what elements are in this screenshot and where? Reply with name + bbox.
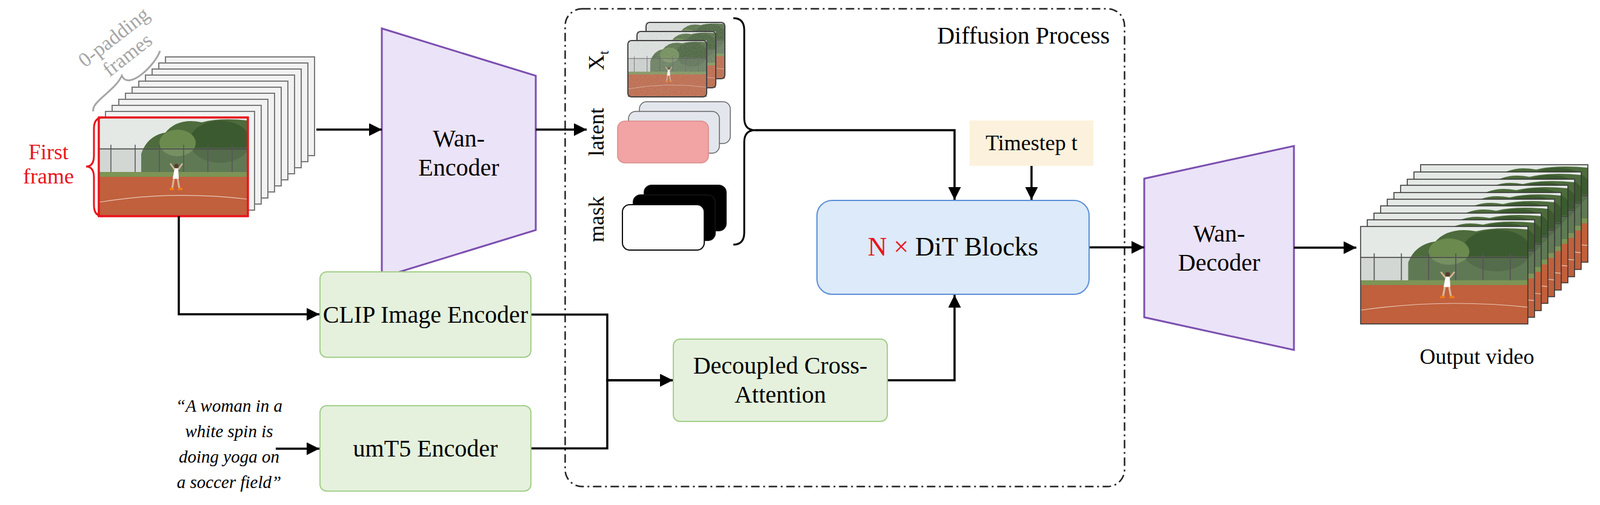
red-brace [86,117,104,217]
encoder-box: CLIP Image Encoder [319,271,532,359]
noise-overlay [627,40,707,97]
text-holder: Wan- Decoder [1144,146,1294,351]
attention-box: Decoupled Cross-Attention [672,338,888,423]
input-box: Timestep t [969,120,1094,167]
encoder-box: umT5 Encoder [319,405,532,493]
trapezoid-shape [381,28,536,278]
label-wrap: mask [584,196,610,243]
subscript: t [595,50,612,56]
input-brace [733,18,756,245]
output-frame [1360,226,1531,325]
label-wrap: “A woman in a white spin is doing yoga o… [173,393,286,496]
trapezoid-shape [1144,146,1294,351]
frame-border [1360,226,1528,325]
dash-dot-frame [565,9,1125,488]
node-text: umT5 Encoder [353,434,499,464]
text-holder: Decoupled Cross-Attention [673,340,887,422]
stack-label: X [584,54,609,71]
output-video-stack [1360,164,1591,325]
flow-arrow [535,128,587,131]
connector-arrow [1089,246,1145,250]
node-text: Wan- Decoder [1167,219,1271,278]
node-text: Wan- Encoder [407,124,511,183]
node-text: Decoupled Cross-Attention [673,351,887,410]
frame-label: First frame [23,140,74,189]
text-holder: Timestep t [969,120,1094,167]
prompt-text: “A woman in a white spin is doing yoga o… [175,396,283,493]
text-holder: Wan- Encoder [381,28,536,278]
mask-card [622,204,705,251]
label-wrap: First frame [15,140,82,189]
text-holder: umT5 Encoder [320,406,531,491]
node-text: CLIP Image Encoder [323,300,528,330]
latent-card [617,121,709,164]
flow-arrow [178,216,320,315]
text-holder: CLIP Image Encoder [320,272,531,357]
label-wrap: Output video [1420,345,1535,370]
encoder-trapezoid: Wan- Encoder [381,28,536,278]
latent-stack [617,101,731,164]
group-label: 0-padding frames [73,2,157,82]
node-text: DiT Blocks [915,231,1039,264]
label-wrap: latent [584,107,610,157]
first-frame-border [98,117,248,217]
connector-arrow [531,380,673,450]
node-text: Diffusion Process [936,21,1110,51]
stack-label: mask [584,196,609,243]
node-outline [381,28,536,278]
noisy-frame [627,40,708,97]
mask-stack [622,185,727,251]
node-text: N × [867,231,910,264]
output-label: Output video [1420,344,1535,370]
text-holder: Diffusion Process [936,21,1110,51]
label-wrap: Xt [584,50,610,71]
text-holder: N ×DiT Blocks [817,201,1089,294]
flow-arrow [275,447,320,451]
connector-arrow [531,315,673,382]
connector-arrow [887,295,955,381]
process-group: Diffusion ProcessTimestep t N ×DiT Blocks… [564,7,1126,488]
flow-arrow [755,130,955,200]
node-outline [1144,146,1294,351]
process-box: N ×DiT Blocks [816,200,1090,296]
node-text: Timestep t [985,130,1078,157]
stack-label: latent [584,107,609,157]
frame-border [627,40,707,97]
noisy-latent-stack [627,22,727,97]
flow-arrow [316,128,382,131]
connector-arrow [1030,166,1033,200]
layout-arrows [178,129,1357,450]
first-frame-photo [98,117,251,217]
flow-arrow [1293,246,1357,250]
decoder-trapezoid: Wan- Decoder [1144,146,1294,351]
